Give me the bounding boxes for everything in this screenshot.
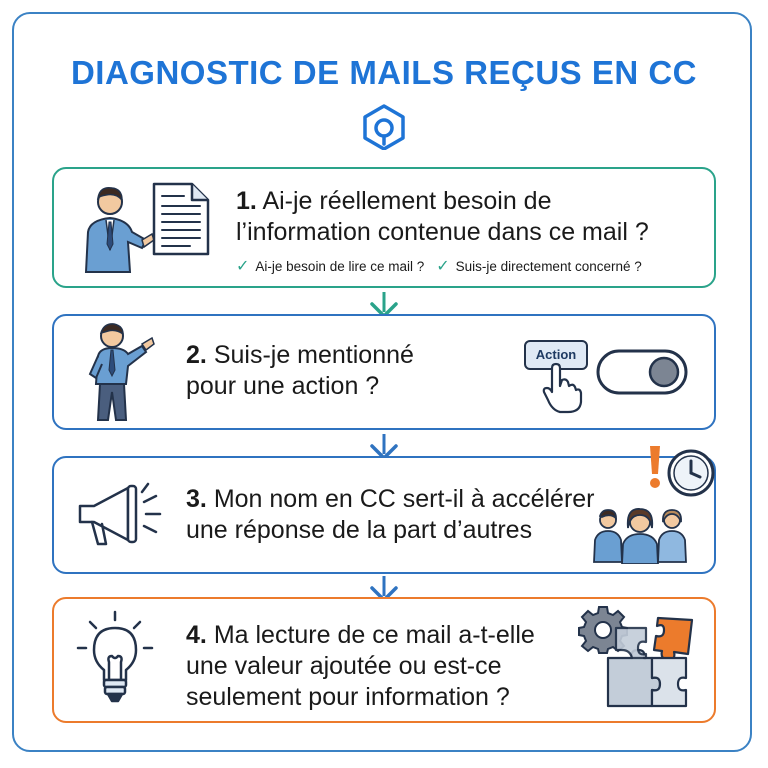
page-title: DIAGNOSTIC DE MAILS REÇUS EN CC	[70, 54, 698, 91]
question-4-number: 4.	[186, 621, 207, 649]
exclamation-icon	[650, 446, 660, 488]
question-2-text: 2. Suis-je mentionné pour une action ?	[186, 340, 414, 402]
clock-icon	[667, 449, 715, 497]
check-item-2: Suis-je directement concerné ?	[455, 258, 642, 274]
logo-icon	[363, 104, 405, 150]
question-1-line2: l’information contenue dans ce mail ?	[236, 218, 649, 246]
question-3-line2: une réponse de la part d’autres	[186, 516, 533, 544]
question-4-line3: seulement pour information ?	[186, 683, 510, 711]
check-item-1: Ai-je besoin de lire ce mail ?	[255, 258, 425, 274]
question-4-line2: une valeur ajoutée ou est-ce	[186, 652, 502, 680]
lightbulb-icon	[76, 610, 154, 703]
question-3-number: 3.	[186, 485, 207, 513]
check-icon: ✓	[436, 258, 450, 275]
question-4-line1: Ma lecture de ce mail a-t-elle	[213, 621, 535, 649]
question-1-text: 1. Ai-je réellement besoin de l’informat…	[236, 186, 649, 248]
question-3-text: 3. Mon nom en CC sert-il à accélérer une…	[186, 484, 595, 546]
toggle-switch-icon	[596, 349, 688, 395]
check-icon: ✓	[236, 258, 250, 275]
question-3-line1: Mon nom en CC sert-il à accélérer	[213, 485, 595, 513]
presenter-icon	[84, 186, 155, 273]
question-1-line1: Ai-je réellement besoin de	[262, 187, 552, 215]
question-1-number: 1.	[236, 187, 257, 215]
question-4-text: 4. Ma lecture de ce mail a-t-elle une va…	[186, 620, 535, 713]
people-group-icon	[593, 508, 687, 564]
question-1-checks: ✓ Ai-je besoin de lire ce mail ? ✓ Suis-…	[236, 256, 642, 276]
document-icon	[152, 182, 210, 256]
hand-cursor-icon	[542, 362, 583, 414]
puzzle-icon	[606, 616, 694, 708]
megaphone-icon	[78, 482, 162, 546]
question-2-line2: pour une action ?	[186, 372, 380, 400]
outer-frame	[12, 12, 752, 752]
question-2-line1: Suis-je mentionné	[213, 341, 414, 369]
businessman-pointing-icon	[88, 323, 155, 421]
question-2-number: 2.	[186, 341, 207, 369]
